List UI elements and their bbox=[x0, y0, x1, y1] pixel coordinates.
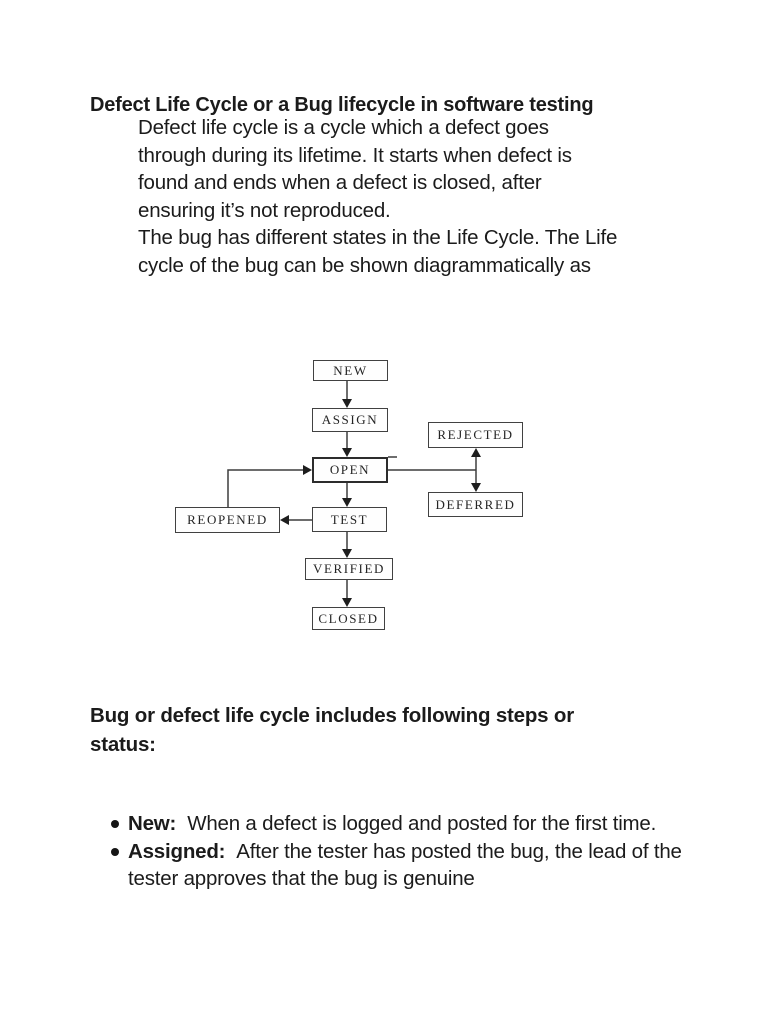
arrow-new-assign bbox=[342, 381, 352, 408]
bullet-dot-icon bbox=[111, 820, 119, 828]
arrow-test-reopened bbox=[280, 515, 312, 525]
list-item: Assigned:After the tester has posted the… bbox=[90, 838, 688, 893]
paragraph-line: found and ends when a defect is closed, … bbox=[138, 171, 542, 194]
node-verified: VERIFIED bbox=[305, 558, 393, 580]
arrow-test-verified bbox=[342, 532, 352, 558]
section-heading: Bug or defect life cycle includes follow… bbox=[90, 701, 710, 759]
paragraph-line: The bug has different states in the Life… bbox=[138, 226, 618, 249]
node-new: NEW bbox=[313, 360, 388, 381]
status-bullet-list: New: When a defect is logged and posted f… bbox=[90, 810, 700, 893]
double-arrow-rejected-deferred bbox=[471, 448, 481, 492]
node-reopened: REOPENED bbox=[175, 507, 280, 533]
paragraph-line: Defect life cycle is a cycle which a def… bbox=[138, 116, 549, 139]
page-title: Defect Life Cycle or a Bug lifecycle in … bbox=[90, 94, 594, 116]
bug-lifecycle-diagram: NEW ASSIGN OPEN REJECTED DEFERRED REOPEN… bbox=[170, 350, 530, 645]
intro-paragraph: Defect life cycle is a cycle which a def… bbox=[138, 114, 718, 279]
section-heading-line: Bug or defect life cycle includes follow… bbox=[90, 704, 574, 727]
line-open-junction bbox=[388, 456, 476, 471]
bullet-term: Assigned: bbox=[128, 839, 226, 863]
paragraph-line: cycle of the bug can be shown diagrammat… bbox=[138, 253, 591, 277]
bullet-term: New: bbox=[128, 812, 177, 835]
node-assign: ASSIGN bbox=[312, 408, 388, 432]
bullet-desc: After the tester has posted the bug, the… bbox=[128, 839, 682, 891]
section-heading-line: status: bbox=[90, 733, 156, 756]
arrow-verified-closed bbox=[342, 580, 352, 607]
arrow-open-test bbox=[342, 483, 352, 507]
arrow-reopened-open bbox=[227, 465, 312, 507]
node-open: OPEN bbox=[312, 457, 388, 483]
paragraph-line: through during its lifetime. It starts w… bbox=[138, 143, 572, 167]
list-item: New: When a defect is logged and posted f… bbox=[90, 810, 688, 838]
bullet-desc: When a defect is logged and posted for t… bbox=[187, 812, 657, 835]
diagram-arrows bbox=[227, 381, 481, 607]
node-test: TEST bbox=[312, 507, 387, 532]
bullet-dot-icon bbox=[111, 847, 119, 856]
node-deferred: DEFERRED bbox=[428, 492, 523, 517]
node-rejected: REJECTED bbox=[428, 422, 523, 448]
arrow-assign-open bbox=[342, 432, 352, 457]
node-closed: CLOSED bbox=[312, 607, 385, 630]
paragraph-line: ensuring it’s not reproduced. bbox=[138, 198, 391, 222]
